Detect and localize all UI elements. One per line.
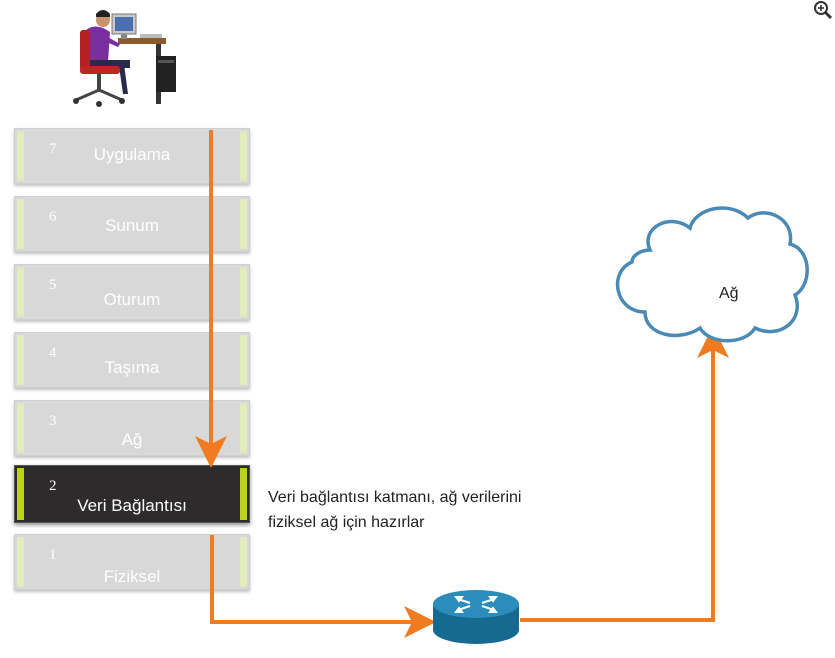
computer-user-icon [73, 10, 176, 107]
layer-3-network[interactable]: 3 Ağ [14, 400, 250, 456]
layer-6-presentation[interactable]: 6 Sunum [14, 196, 250, 252]
layer-name: Sunum [105, 216, 159, 235]
layer-2-data-link[interactable]: 2 Veri Bağlantısı [14, 465, 250, 523]
layer-1-physical[interactable]: 1 Fiziksel [14, 534, 250, 590]
layer-number: 1 [49, 547, 57, 563]
layer-name: Uygulama [93, 145, 171, 164]
layer-name: Fiziksel [103, 567, 161, 586]
layer-number: 3 [49, 413, 57, 429]
layer-description: Veri bağlantısı katmanı, ağ verilerini f… [268, 485, 521, 535]
layer-name: Veri Bağlantısı [77, 496, 187, 515]
zoom-in-icon[interactable] [812, 0, 834, 20]
router-icon [433, 590, 519, 644]
layer-number: 5 [49, 277, 57, 293]
description-line-1: Veri bağlantısı katmanı, ağ verilerini [268, 489, 522, 506]
layer-number: 7 [49, 141, 57, 157]
cloud-icon [615, 206, 809, 343]
layer-number: 6 [49, 209, 57, 225]
layer-number: 2 [49, 478, 57, 494]
layer-7-application[interactable]: 7 Uygulama [14, 128, 250, 184]
layer-name: Oturum [103, 290, 161, 309]
flow-arrow-to-cloud [520, 326, 729, 622]
layer-4-transport[interactable]: 4 Taşıma [14, 332, 250, 388]
description-line-2: fiziksel ağ için hazırlar [268, 514, 425, 531]
cloud-label: Ağ [719, 285, 739, 302]
layer-number: 4 [49, 345, 57, 361]
layer-name: Taşıma [104, 358, 160, 377]
layer-5-session[interactable]: 5 Oturum [14, 264, 250, 320]
layer-name: Ağ [121, 430, 143, 449]
